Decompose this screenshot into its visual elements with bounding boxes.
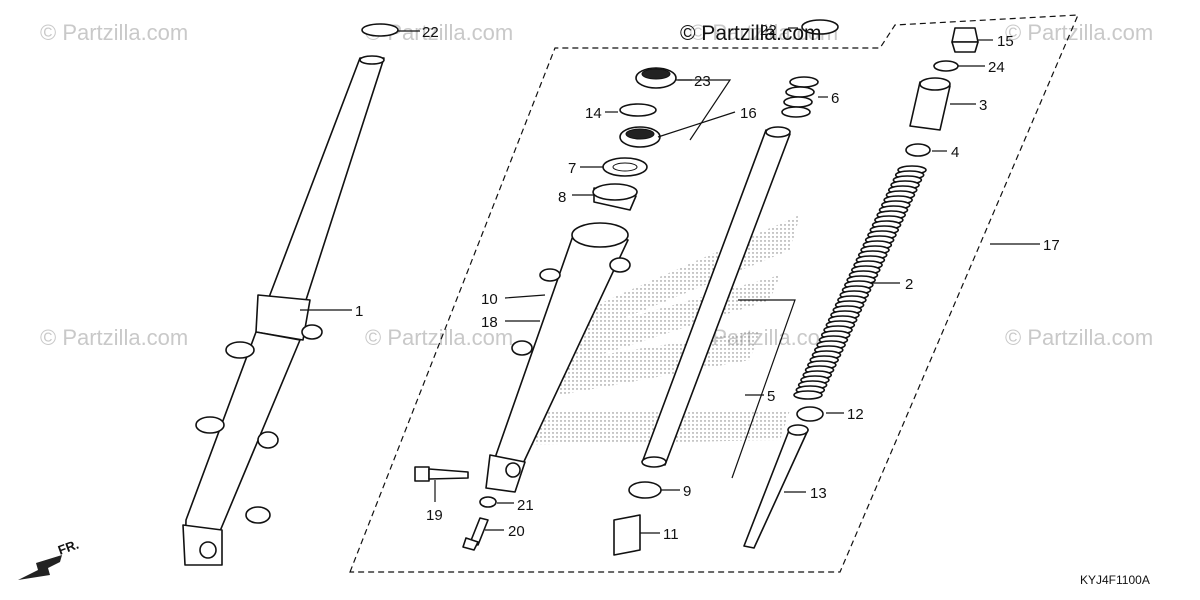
assembly-outline-dashed [349,14,1079,573]
part-4-spring-seat [905,143,931,157]
callout: 6 [831,90,839,107]
callout: 22 [422,24,439,41]
part-24-o-ring [933,60,959,72]
callout: 4 [951,144,959,161]
callout: 23 [694,73,711,90]
o-ring-22-right [801,19,839,35]
diagram-code: KYJ4F1100A [1080,573,1150,587]
watermark: © Partzilla.com [1005,325,1153,350]
fork-slider-10-18 [485,222,631,493]
direction-label: FR. [56,537,81,558]
part-14-clip [619,103,657,117]
part-2-fork-spring [793,165,927,400]
callout: 14 [585,105,602,122]
brand-watermark: © Partzilla.com [680,22,822,45]
callout: 7 [568,160,576,177]
callout: 16 [740,105,757,122]
callout: 10 [481,291,498,308]
callout: 19 [426,507,443,524]
callout: 22 [760,22,777,39]
part-21-washer [479,496,497,508]
part-12-piston-ring [796,406,824,422]
part-15-fork-bolt [951,27,979,53]
part-5-inner-tube [641,126,791,468]
part-20-drain-bolt [462,517,489,551]
leader-lines [300,27,1040,534]
callout: 13 [810,485,827,502]
watermark: © Partzilla.com [40,325,188,350]
callout: 17 [1043,237,1060,254]
watermark: © Partzilla.com [40,20,188,45]
callout: 12 [847,406,864,423]
front-direction-indicator: FR. [18,537,81,580]
callout: 9 [683,483,691,500]
callout: 21 [517,497,534,514]
spring-coil [793,390,823,400]
callout: 5 [767,388,775,405]
part-11-oil-lock-piece [613,514,641,556]
callout: 18 [481,314,498,331]
fork-tube-assembly-left [182,55,385,566]
part-13-damper-rod [743,424,809,549]
callout-labels: 22 22 1 23 14 16 7 8 10 18 19 21 20 6 5 … [355,22,1060,543]
callout: 11 [663,526,679,543]
callout: 15 [997,33,1014,50]
watermark: © Partzilla.com [1005,20,1153,45]
callout: 1 [355,303,363,320]
part-19-bolt [414,466,469,482]
callout: 2 [905,276,913,293]
o-ring-22-left [361,23,399,37]
callout: 24 [988,59,1005,76]
callout: 3 [979,97,987,114]
part-9-bushing [628,481,662,499]
part-6-spring-collar [781,76,819,118]
front-arrow-icon [18,555,62,580]
callout: 8 [558,189,566,206]
callout: 20 [508,523,525,540]
